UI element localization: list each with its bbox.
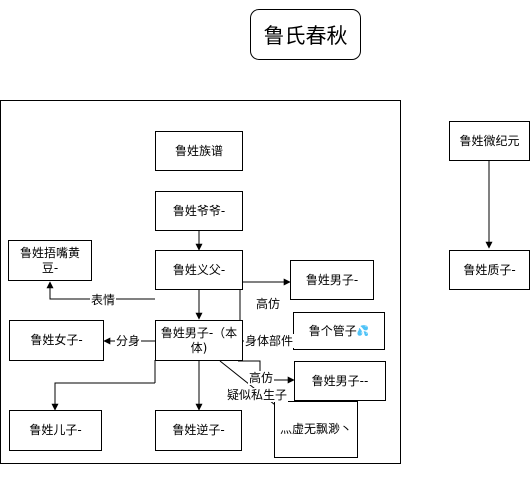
node-weijiyuan[interactable]: 鲁姓微纪元 [449,121,530,161]
node-benti[interactable]: 鲁姓男子-（本体) [155,320,243,361]
node-erzi[interactable]: 鲁姓儿子- [9,410,102,451]
node-nizi[interactable]: 鲁姓逆子- [155,410,242,451]
sweat-drops-icon: 💦 [356,325,370,337]
edge-label-yisisishengzi: 疑似私生子 [226,388,289,402]
edge-label-gaofang-1: 高仿 [255,297,282,311]
edge-benti-wuzui [46,281,155,300]
node-nanzi2[interactable]: 鲁姓男子-- [294,361,386,401]
node-zhizi[interactable]: 鲁姓质子- [449,250,530,290]
diagram-title: 鲁氏春秋 [250,9,361,60]
node-zupu[interactable]: 鲁姓族谱 [155,131,243,171]
edge-label-biaoqing: 表情 [90,293,117,307]
node-nvzi[interactable]: 鲁姓女子- [9,320,104,361]
node-yeye[interactable]: 鲁姓爷爷- [155,191,243,231]
node-nanzi1[interactable]: 鲁姓男子- [290,260,374,300]
family-group-frame [0,100,401,464]
node-guanzi[interactable]: 鲁个管子 💦 [293,312,385,350]
edge-label-fenshen: 分身 [115,334,142,348]
node-guanzi-label: 鲁个管子 [308,323,357,338]
node-yifu[interactable]: 鲁姓义父- [155,250,243,290]
edge-label-shentibujian: 身体部件 [244,334,295,348]
node-xuwu[interactable]: 灬虚无飘渺丶 [274,401,358,458]
node-wuzui[interactable]: 鲁姓捂嘴黄豆- [8,240,92,281]
edge-label-gaofang-2: 高仿 [248,371,275,385]
edge-benti-erzi [51,382,155,411]
edge-benti-nanzi2 [238,360,295,384]
